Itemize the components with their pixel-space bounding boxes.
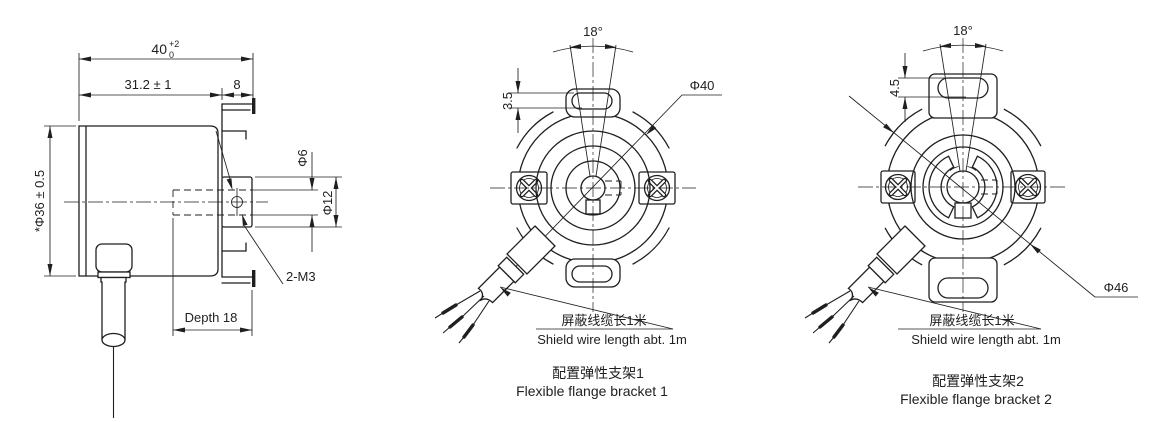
side-view: 40 +2 0 31.2 ± 1 8 *Φ36 ± 0.5 — [32, 39, 342, 418]
dim-diameter-text: Φ40 — [690, 78, 715, 93]
dim-body-length: 31.2 ± 1 8 — [79, 77, 253, 100]
dim-shaft-bore: Φ6 — [252, 149, 318, 252]
dim-slot-text: 3.5 — [500, 92, 515, 110]
dim-overall-40: 40 +2 0 — [78, 39, 254, 121]
dim-hub-diameter-text: Φ12 — [320, 191, 335, 216]
shield-note-en: Shield wire length abt. 1m — [911, 332, 1061, 347]
cable-gland-side — [95, 243, 133, 418]
dim-angle-text: 18° — [583, 24, 603, 39]
caption-cn: 配置弹性支架1 — [552, 365, 644, 381]
top-tab-slot — [571, 92, 613, 110]
dim-diameter-46: Φ46 — [848, 95, 1138, 298]
cable-assembly — [434, 225, 556, 344]
dim-slot-3-5: 3.5 — [500, 68, 582, 133]
cable-assembly — [803, 224, 927, 345]
dim-slot-4-5: 4.5 — [887, 53, 966, 122]
caption-bracket-1: 配置弹性支架1 Flexible flange bracket 1 — [516, 365, 668, 399]
shield-note-cn: 屏蔽线缆长1米 — [561, 313, 646, 328]
label-screws-text: 2-M3 — [286, 269, 316, 284]
hidden-bore-lines — [172, 189, 252, 216]
caption-en: Flexible flange bracket 1 — [516, 383, 668, 399]
dim-hub-diameter: Φ12 — [255, 176, 342, 228]
flange-tab-tip-bottom — [252, 270, 256, 287]
keyway-marks — [585, 180, 622, 215]
phillips-screw-right — [643, 174, 671, 202]
shield-note-1: 屏蔽线缆长1米 Shield wire length abt. 1m — [499, 286, 687, 347]
shield-note-2: 屏蔽线缆长1米 Shield wire length abt. 1m — [867, 286, 1061, 347]
flange-tab-tip-top — [252, 98, 256, 114]
dim-depth: Depth 18 — [172, 218, 253, 336]
front-view-2: 18° 4.5 Φ46 屏蔽线缆长1米 Shield wir — [803, 23, 1138, 407]
phillips-screw-left — [884, 173, 912, 201]
dim-body-diameter-text: *Φ36 ± 0.5 — [32, 170, 47, 232]
caption-cn: 配置弹性支架2 — [932, 373, 1024, 389]
dim-body-diameter: *Φ36 ± 0.5 — [32, 125, 76, 277]
angle-wedge: 18° — [922, 23, 1004, 172]
encoder-body-outline — [78, 125, 219, 277]
dim-body-length-text: 31.2 ± 1 — [125, 77, 172, 92]
dim-depth-text: Depth 18 — [185, 310, 238, 325]
dim-overall-tol-upper: +2 — [169, 39, 179, 49]
dim-slot-text: 4.5 — [887, 79, 902, 97]
dim-overall-tol-lower: 0 — [169, 50, 174, 60]
caption-en: Flexible flange bracket 2 — [900, 391, 1052, 407]
dim-angle-text: 18° — [953, 23, 973, 38]
front-view-1: 18° 3.5 Φ40 — [434, 24, 722, 399]
dim-diameter-text: Φ46 — [1104, 280, 1129, 295]
angle-wedge: 18° — [552, 24, 634, 177]
leader-2-m3: 2-M3 — [215, 130, 316, 285]
stripped-wires — [434, 290, 490, 344]
shield-note-en: Shield wire length abt. 1m — [537, 332, 687, 347]
flange-bracket-edge — [221, 98, 256, 287]
dim-shaft-bore-text: Φ6 — [295, 149, 310, 167]
bottom-tab-slot — [571, 265, 613, 283]
shield-note-cn: 屏蔽线缆长1米 — [929, 313, 1014, 328]
spring-clamp — [928, 155, 998, 219]
shaft-hub — [221, 176, 253, 228]
caption-bracket-2: 配置弹性支架2 Flexible flange bracket 2 — [900, 373, 1052, 407]
dim-overall-text: 40 — [151, 41, 167, 57]
dim-flange-width-text: 8 — [233, 77, 240, 92]
